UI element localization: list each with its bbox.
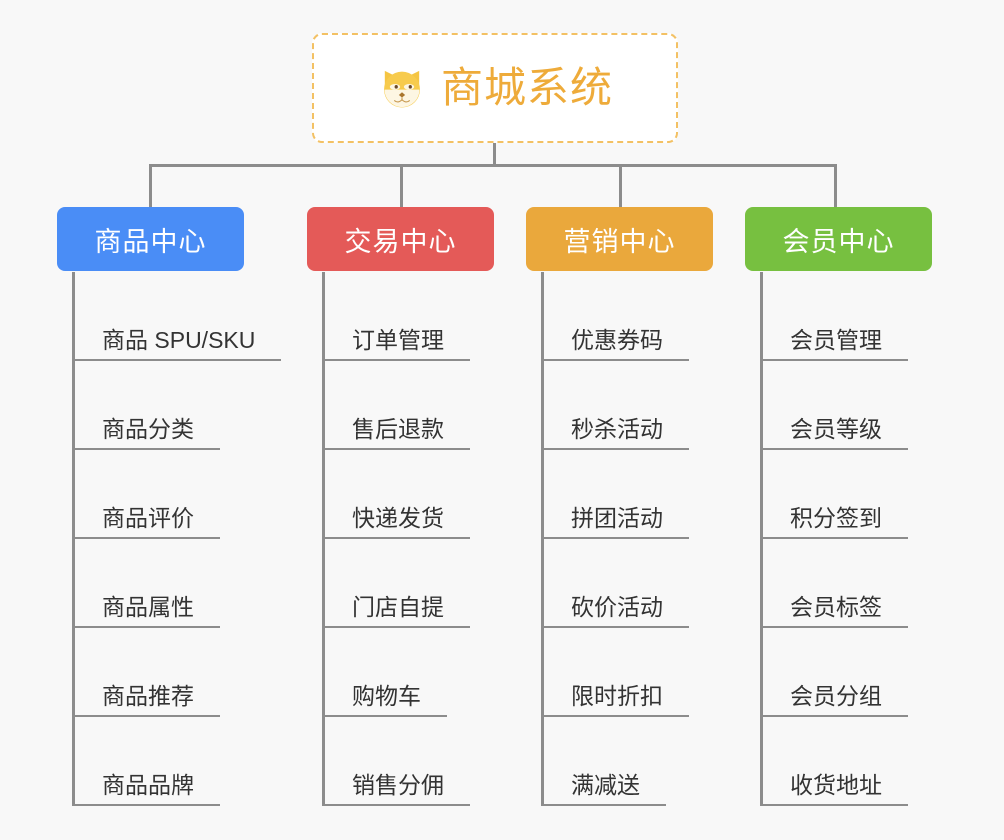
leaf-item-label: 商品品牌 [102, 772, 194, 799]
leaf-item[interactable]: 会员等级 [760, 361, 908, 450]
leaf-item[interactable]: 砍价活动 [541, 539, 689, 628]
leaf-item-underline [760, 359, 908, 361]
leaf-item[interactable]: 收货地址 [760, 717, 908, 806]
leaf-item-underline [322, 537, 470, 539]
root-node[interactable]: 商城系统 [312, 33, 678, 143]
connector-drop-4 [834, 164, 837, 207]
leaf-item-underline [72, 537, 220, 539]
leaf-item-label: 会员标签 [790, 594, 882, 621]
connector-bus [149, 164, 837, 167]
leaf-item-underline [541, 804, 666, 806]
connector-drop-2 [400, 164, 403, 207]
leaf-item-label: 会员分组 [790, 683, 882, 710]
leaf-item-label: 会员等级 [790, 416, 882, 443]
leaf-spine [72, 272, 75, 806]
leaf-item[interactable]: 限时折扣 [541, 628, 689, 717]
category-box-2[interactable]: 营销中心 [526, 207, 713, 271]
leaf-item-label: 商品 SPU/SKU [102, 327, 256, 354]
leaf-item-label: 商品推荐 [102, 683, 194, 710]
leaf-item-underline [541, 537, 689, 539]
leaf-item-label: 销售分佣 [352, 772, 444, 799]
leaf-item-label: 砍价活动 [571, 594, 663, 621]
leaf-item[interactable]: 商品 SPU/SKU [72, 272, 281, 361]
category-box-1[interactable]: 交易中心 [307, 207, 494, 271]
leaf-item-label: 商品属性 [102, 594, 194, 621]
leaf-item-label: 购物车 [352, 683, 421, 710]
leaf-item-label: 满减送 [571, 772, 640, 799]
leaf-item[interactable]: 商品分类 [72, 361, 220, 450]
leaf-spine [541, 272, 544, 806]
leaf-item-label: 快递发货 [352, 505, 444, 532]
leaf-item-label: 优惠券码 [571, 327, 663, 354]
leaf-spine [760, 272, 763, 806]
leaf-item-label: 秒杀活动 [571, 416, 663, 443]
leaf-item-label: 拼团活动 [571, 505, 663, 532]
leaf-item[interactable]: 商品评价 [72, 450, 220, 539]
leaf-item[interactable]: 商品属性 [72, 539, 220, 628]
leaf-item-underline [72, 715, 220, 717]
leaf-item-underline [760, 804, 908, 806]
leaf-item[interactable]: 会员分组 [760, 628, 908, 717]
connector-drop-1 [149, 164, 152, 207]
leaf-item-underline [322, 359, 470, 361]
leaf-item-underline [322, 626, 470, 628]
leaf-item-label: 积分签到 [790, 505, 882, 532]
leaf-item-underline [760, 715, 908, 717]
leaf-item[interactable]: 订单管理 [322, 272, 470, 361]
leaf-item-underline [72, 804, 220, 806]
leaf-item[interactable]: 售后退款 [322, 361, 470, 450]
shiba-dog-face-icon [384, 70, 420, 108]
leaf-item-underline [322, 804, 470, 806]
connector-root-stem [493, 143, 496, 167]
leaf-item-label: 限时折扣 [571, 683, 663, 710]
leaf-item-underline [541, 626, 689, 628]
leaf-item[interactable]: 购物车 [322, 628, 447, 717]
leaf-item-label: 会员管理 [790, 327, 882, 354]
leaf-item-underline [72, 359, 281, 361]
leaf-item-underline [541, 448, 689, 450]
leaf-item[interactable]: 销售分佣 [322, 717, 470, 806]
leaf-item[interactable]: 快递发货 [322, 450, 470, 539]
leaf-item-underline [72, 626, 220, 628]
connector-drop-3 [619, 164, 622, 207]
leaf-item[interactable]: 会员标签 [760, 539, 908, 628]
leaf-item-label: 收货地址 [790, 772, 882, 799]
leaf-item[interactable]: 拼团活动 [541, 450, 689, 539]
leaf-item[interactable]: 门店自提 [322, 539, 470, 628]
leaf-item-underline [760, 626, 908, 628]
category-box-3[interactable]: 会员中心 [745, 207, 932, 271]
leaf-item-underline [541, 715, 689, 717]
category-box-0[interactable]: 商品中心 [57, 207, 244, 271]
leaf-spine [322, 272, 325, 806]
leaf-item[interactable]: 秒杀活动 [541, 361, 689, 450]
leaf-item-label: 订单管理 [352, 327, 444, 354]
leaf-item[interactable]: 优惠券码 [541, 272, 689, 361]
leaf-item[interactable]: 会员管理 [760, 272, 908, 361]
leaf-item[interactable]: 商品品牌 [72, 717, 220, 806]
leaf-item-underline [541, 359, 689, 361]
leaf-item-underline [322, 715, 447, 717]
leaf-item-underline [760, 537, 908, 539]
root-title: 商城系统 [440, 64, 613, 111]
leaf-item-label: 门店自提 [352, 594, 444, 621]
leaf-item-label: 商品评价 [102, 505, 194, 532]
leaf-item[interactable]: 商品推荐 [72, 628, 220, 717]
leaf-item-underline [322, 448, 470, 450]
leaf-item-underline [760, 448, 908, 450]
leaf-item-underline [72, 448, 220, 450]
leaf-item[interactable]: 积分签到 [760, 450, 908, 539]
leaf-item-label: 商品分类 [102, 416, 194, 443]
leaf-item[interactable]: 满减送 [541, 717, 666, 806]
leaf-item-label: 售后退款 [352, 416, 444, 443]
